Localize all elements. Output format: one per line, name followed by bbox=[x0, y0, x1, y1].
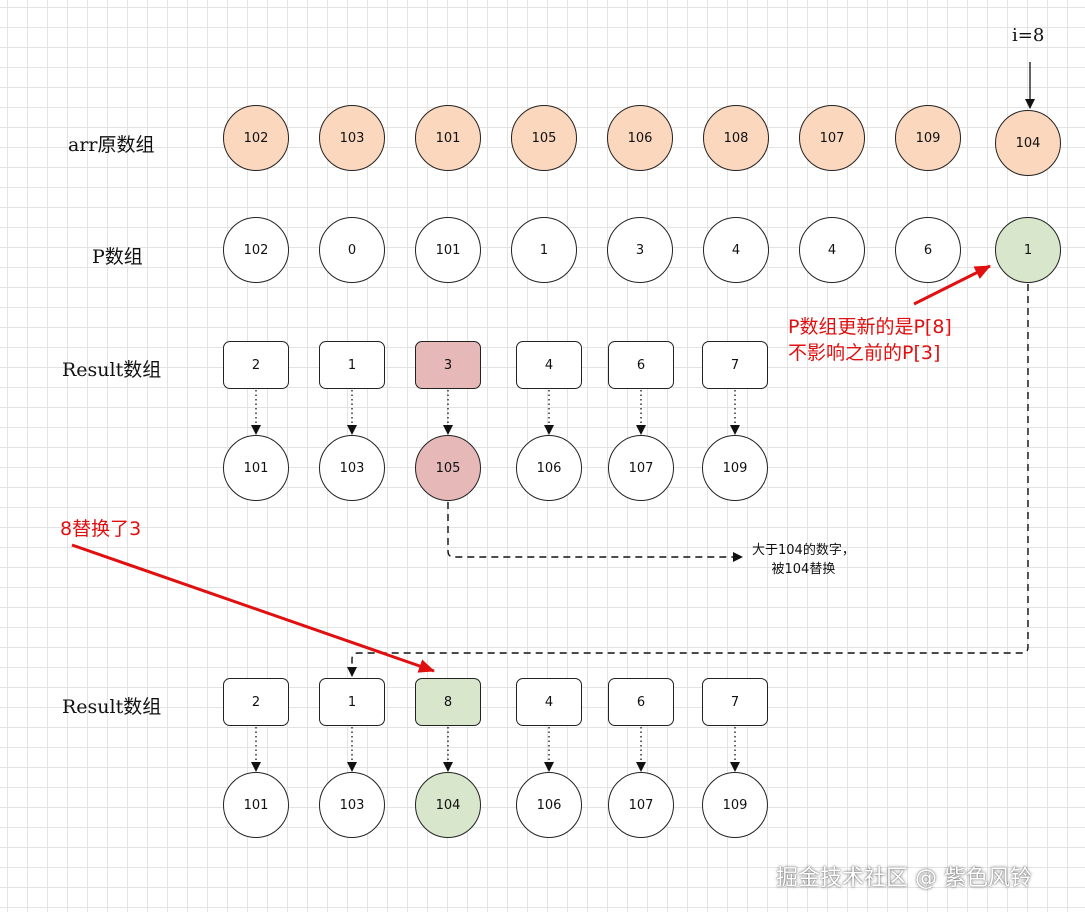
p-update-note: P数组更新的是P[8] 不影响之前的P[3] bbox=[788, 314, 952, 366]
arr-node: 105 bbox=[511, 105, 577, 171]
result-value-node-new: 104 bbox=[415, 772, 481, 838]
result-index-box: 1 bbox=[319, 678, 385, 726]
result-value-node: 109 bbox=[702, 772, 768, 838]
result-value-node: 106 bbox=[516, 772, 582, 838]
p-row-label: P数组 bbox=[92, 246, 143, 268]
arr-node: 109 bbox=[895, 105, 961, 171]
result-index-box: 7 bbox=[702, 678, 768, 726]
p-update-note-line2: 不影响之前的P[3] bbox=[788, 342, 941, 364]
p-node: 3 bbox=[607, 217, 673, 283]
greater-value-note-line2: 被104替换 bbox=[771, 562, 836, 577]
iteration-label: i=8 bbox=[1012, 25, 1045, 46]
result-index-box: 4 bbox=[516, 678, 582, 726]
result-value-node: 103 bbox=[319, 435, 385, 501]
p-node: 4 bbox=[799, 217, 865, 283]
result-index-box: 6 bbox=[608, 678, 674, 726]
result-index-box: 1 bbox=[319, 341, 385, 389]
watermark: 掘金技术社区 @ 紫色风铃 bbox=[776, 866, 1032, 891]
arr-node: 101 bbox=[415, 105, 481, 171]
arr-node: 107 bbox=[799, 105, 865, 171]
red-annotation-arrow bbox=[71, 543, 435, 673]
result-index-box: 6 bbox=[608, 341, 674, 389]
p-node: 101 bbox=[415, 217, 481, 283]
p-node: 102 bbox=[223, 217, 289, 283]
result-after-row-label: Result数组 bbox=[62, 696, 162, 718]
result-index-box-replaced: 3 bbox=[415, 341, 481, 389]
p-node: 1 bbox=[511, 217, 577, 283]
result-value-node: 107 bbox=[608, 772, 674, 838]
p-node: 4 bbox=[703, 217, 769, 283]
result-index-box: 2 bbox=[223, 341, 289, 389]
p-update-note-line1: P数组更新的是P[8] bbox=[788, 316, 952, 338]
greater-value-note-line1: 大于104的数字， bbox=[752, 543, 855, 558]
arr-node-current: 104 bbox=[995, 110, 1061, 176]
result-before-row-label: Result数组 bbox=[62, 359, 162, 381]
greater-value-note: 大于104的数字， 被104替换 bbox=[752, 541, 855, 579]
arr-node: 106 bbox=[607, 105, 673, 171]
result-index-box: 4 bbox=[516, 341, 582, 389]
p-node: 0 bbox=[319, 217, 385, 283]
arr-node: 103 bbox=[319, 105, 385, 171]
result-value-node: 109 bbox=[702, 435, 768, 501]
red-annotation-arrow bbox=[913, 264, 991, 306]
result-value-node: 101 bbox=[223, 772, 289, 838]
result-value-node: 101 bbox=[223, 435, 289, 501]
p-node-updated: 1 bbox=[995, 217, 1061, 283]
result-value-node: 103 bbox=[319, 772, 385, 838]
result-value-node-replaced: 105 bbox=[415, 435, 481, 501]
p-link-dashed-arrow bbox=[347, 284, 1029, 677]
result-index-box: 7 bbox=[702, 341, 768, 389]
replace-note: 8替换了3 bbox=[60, 518, 142, 540]
result-value-node: 106 bbox=[516, 435, 582, 501]
result-index-box: 2 bbox=[223, 678, 289, 726]
result-index-box-new: 8 bbox=[415, 678, 481, 726]
arr-node: 102 bbox=[223, 105, 289, 171]
arr-node: 108 bbox=[703, 105, 769, 171]
replaced-value-dashed-arrow bbox=[447, 502, 743, 562]
result-value-node: 107 bbox=[608, 435, 674, 501]
arr-row-label: arr原数组 bbox=[68, 134, 155, 156]
p-node: 6 bbox=[895, 217, 961, 283]
